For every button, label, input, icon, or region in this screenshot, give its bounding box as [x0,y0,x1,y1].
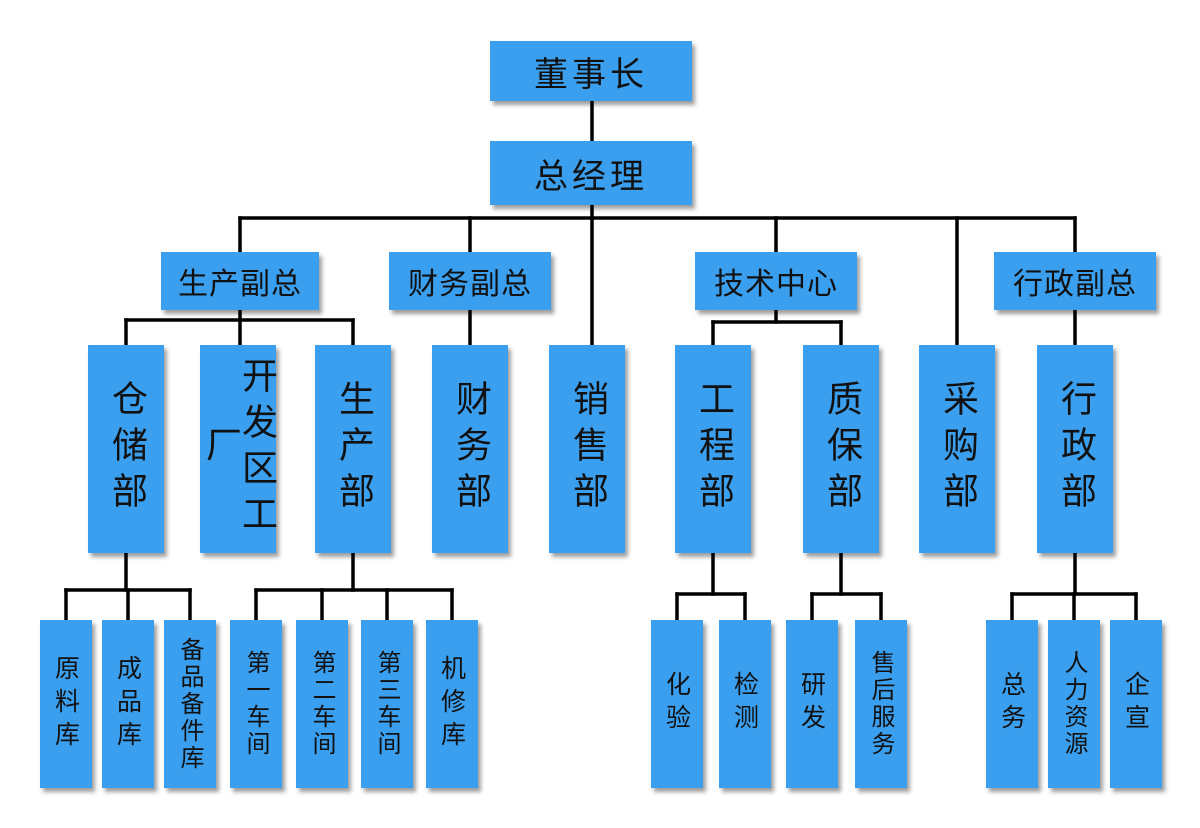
node-sales-dept: 销售部 [549,345,625,553]
node-machine-repair: 机修库 [426,620,478,788]
node-tech-center: 技术中心 [695,252,857,310]
node-production-vp: 生产副总 [161,252,319,310]
node-chairman: 董事长 [490,41,692,101]
node-production-dept: 生产部 [315,345,391,553]
node-hr: 人力资源 [1048,620,1100,788]
node-administration-dept: 行政部 [1037,345,1113,553]
node-purchasing-dept: 采购部 [919,345,995,553]
node-dev-zone-factory: 开发区工厂 [200,345,277,553]
node-raw-materials: 原料库 [40,620,92,788]
node-finance-dept: 财务部 [432,345,508,553]
node-spare-parts: 备品备件库 [164,620,216,788]
node-lab: 化验 [651,620,703,788]
node-finance-vp: 财务副总 [389,252,551,310]
node-admin-vp: 行政副总 [994,252,1156,310]
node-quality-dept: 质保部 [803,345,879,553]
node-warehouse-dept: 仓储部 [88,345,164,553]
node-engineering-dept: 工程部 [675,345,751,553]
node-workshop-3: 第三车间 [361,620,413,788]
node-finished-goods: 成品库 [102,620,154,788]
node-workshop-1: 第一车间 [230,620,282,788]
node-after-sales: 售后服务 [855,620,907,788]
node-general-manager: 总经理 [490,141,692,205]
node-rnd: 研发 [786,620,838,788]
node-general-affairs: 总务 [986,620,1038,788]
node-corp-promo: 企宣 [1110,620,1162,788]
node-workshop-2: 第二车间 [296,620,348,788]
node-inspection: 检测 [719,620,771,788]
